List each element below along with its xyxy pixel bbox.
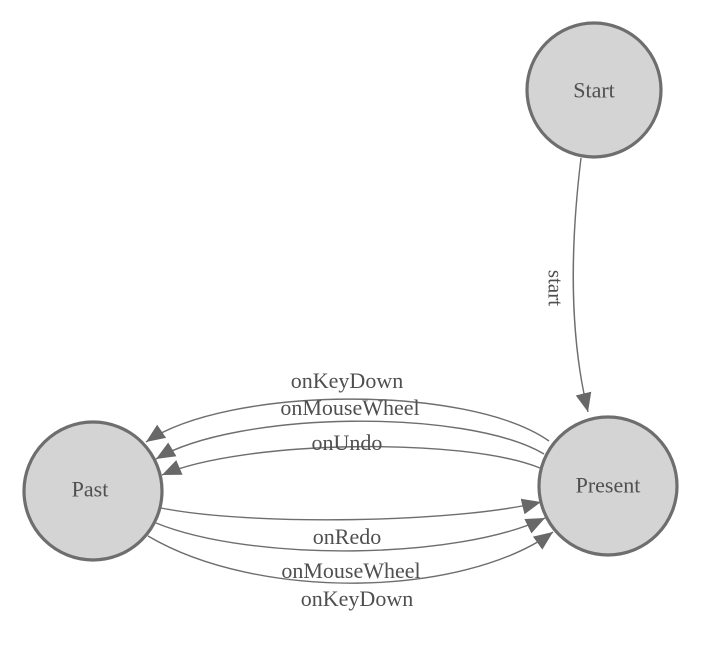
- state-nodes: Start Present Past: [22, 21, 679, 562]
- edge-present-to-past-onkeydown: [145, 398, 550, 443]
- state-node-past: Past: [22, 420, 164, 562]
- present-node-label: Present: [576, 473, 641, 498]
- edge-start-to-present: [572, 157, 592, 413]
- edge-present-to-past-onmousewheel: [155, 420, 545, 460]
- edge-label-onkeydown-top: onKeyDown: [291, 368, 403, 393]
- present-node-circle: [537, 415, 679, 557]
- edge-lines: [145, 157, 592, 584]
- start-node-circle: [525, 21, 663, 159]
- edge-past-to-present-onmousewheel: [155, 517, 546, 552]
- edge-past-to-present-onredo: [160, 498, 542, 521]
- edge-past-to-present-onkeydown: [147, 531, 554, 584]
- state-node-start: Start: [525, 21, 663, 159]
- edge-label-start: start: [544, 270, 568, 306]
- edge-label-onmousewheel-bottom: onMouseWheel: [281, 558, 420, 583]
- edge-label-onundo: onUndo: [312, 430, 383, 455]
- edge-labels: start onKeyDown onMouseWheel onUndo onRe…: [280, 270, 567, 611]
- edge-label-onmousewheel-top: onMouseWheel: [280, 395, 419, 420]
- edge-present-to-past-onundo: [161, 445, 541, 476]
- past-node-circle: [22, 420, 164, 562]
- state-node-present: Present: [537, 415, 679, 557]
- edge-label-onredo: onRedo: [313, 524, 381, 549]
- start-node-label: Start: [573, 78, 615, 103]
- past-node-label: Past: [72, 477, 109, 502]
- edge-label-onkeydown-bottom: onKeyDown: [301, 586, 413, 611]
